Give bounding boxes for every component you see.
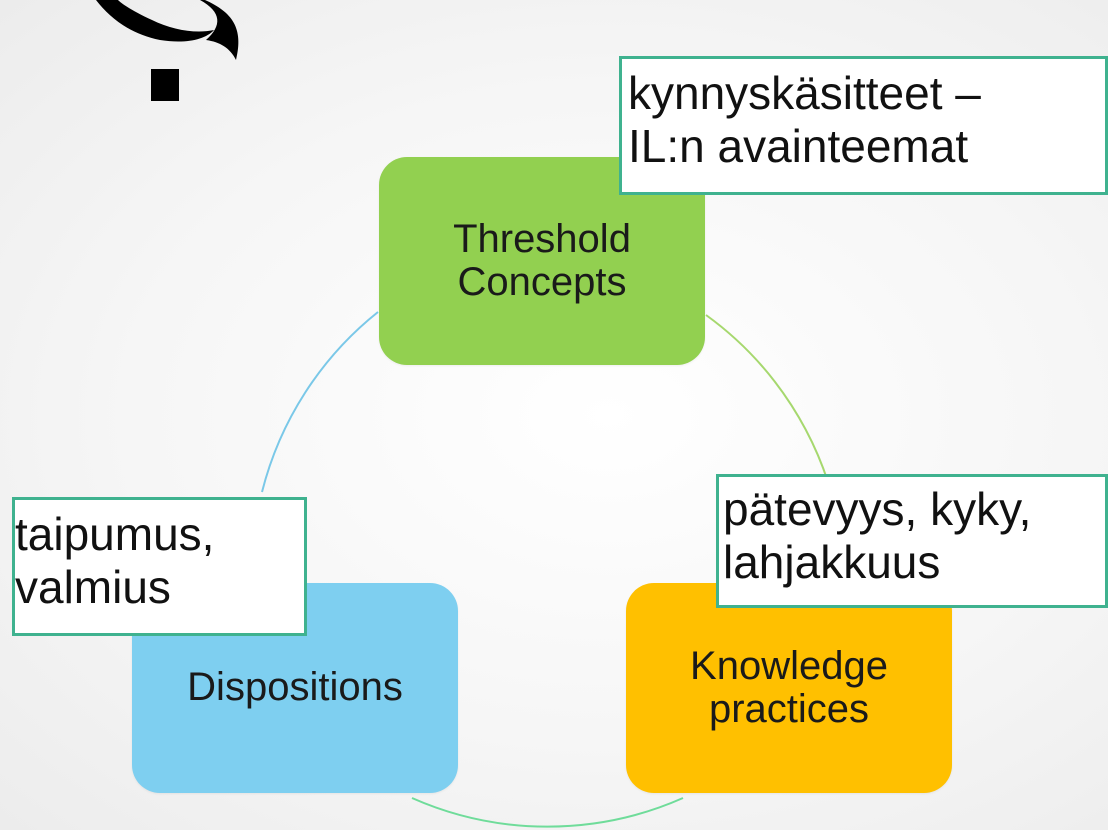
connector-dispositions-to-threshold (261, 311, 379, 493)
callout-knowledge-translation: pätevyys, kyky, lahjakkuus (716, 474, 1108, 608)
flame-stroke-right (200, 0, 239, 60)
logo-square (151, 69, 179, 101)
node-knowledge-practices: Knowledge practices (626, 583, 952, 793)
callout-dispositions-translation: taipumus, valmius (12, 497, 307, 636)
flame-stroke-left (96, 0, 214, 42)
connector-knowledge-to-dispositions (411, 797, 684, 828)
flame-logo-icon (96, 0, 239, 101)
callout-threshold-translation: kynnyskäsitteet – IL:n avainteemat (619, 56, 1108, 195)
